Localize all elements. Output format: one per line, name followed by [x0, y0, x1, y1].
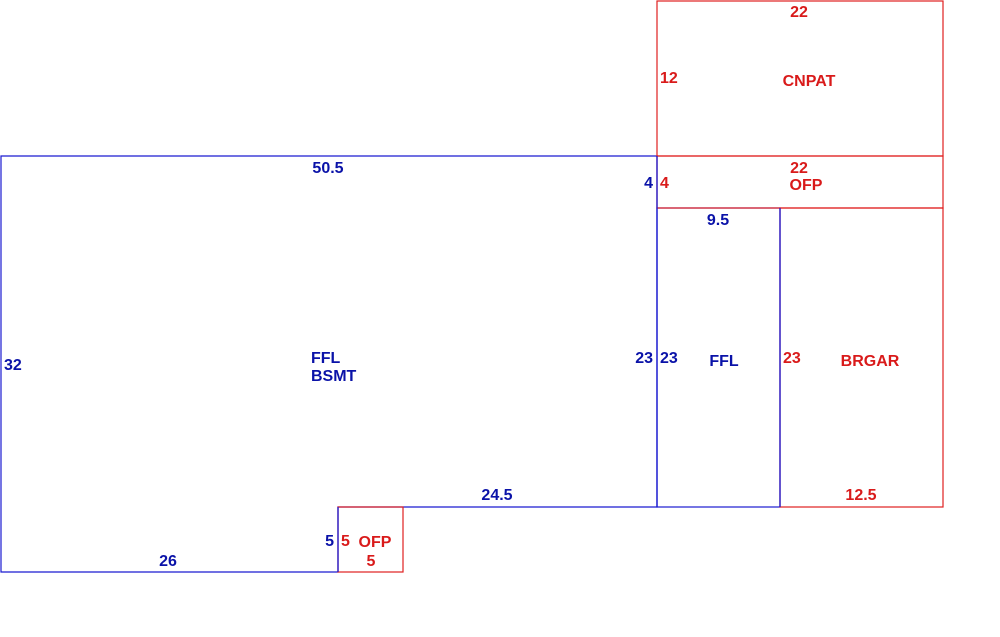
main-area-label-line1: FFL — [311, 350, 341, 367]
main-top-dimension: 50.5 — [312, 160, 343, 177]
main-right-lower-dimension: 23 — [635, 350, 653, 367]
ofp-bottom-area-label: OFP — [359, 534, 392, 551]
ofp-bottom-left-dimension: 5 — [341, 533, 350, 550]
ofp-bottom-dimension: 5 — [367, 553, 376, 570]
main-area-label-line2: BSMT — [311, 368, 357, 385]
main-left-dimension: 32 — [4, 357, 22, 374]
cnpat-depth-label: 12 — [660, 70, 678, 87]
main-bottom-dimension: 26 — [159, 553, 177, 570]
brgar-area-label: BRGAR — [841, 353, 900, 370]
main-inner-bottom-dimension: 24.5 — [481, 487, 512, 504]
brgar-bottom-dimension: 12.5 — [845, 487, 876, 504]
main-right-upper-dimension: 4 — [644, 175, 653, 192]
ofp-top-width-label: 22 — [790, 160, 808, 177]
brgar-left-dimension: 23 — [783, 350, 801, 367]
ffl-wing-top-dimension: 9.5 — [707, 212, 729, 229]
ofp-top-depth-label: 4 — [660, 175, 669, 192]
ffl-wing-left-dimension: 23 — [660, 350, 678, 367]
cnpat-area-label: CNPAT — [783, 73, 836, 90]
ffl-wing-area-label: FFL — [709, 353, 739, 370]
ofp-top-area-label: OFP — [790, 177, 823, 194]
cnpat-width-label: 22 — [790, 4, 808, 21]
main-notch-dimension: 5 — [325, 533, 334, 550]
